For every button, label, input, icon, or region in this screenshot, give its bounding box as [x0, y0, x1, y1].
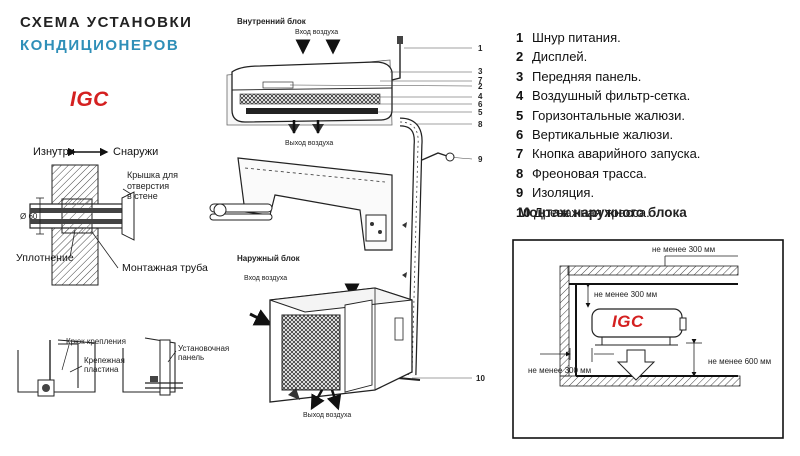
legend-text: Горизонтальные жалюзи. — [532, 107, 685, 123]
callout-2: 2 — [478, 82, 483, 91]
legend-text: Дисплей. — [532, 49, 588, 65]
pipe-run-drawing — [397, 117, 455, 381]
legend-item: 9 Изоляция. — [516, 183, 700, 202]
plate-label-line: пластина — [84, 365, 119, 374]
legend-number: 5 — [516, 107, 524, 123]
legend-item: 4 Воздушный фильтр-сетка. — [516, 86, 700, 105]
legend-text: Изоляция. — [532, 185, 595, 201]
mounting-hook-drawing — [17, 337, 183, 397]
outdoor-mount-title: Монтаж наружного блока — [518, 205, 687, 220]
clearance-top-label: не менее 300 мм — [652, 245, 716, 254]
legend-number: 6 — [516, 126, 524, 142]
callout-9: 9 — [478, 155, 483, 164]
legend-item: 7 Кнопка аварийного запуска. — [516, 144, 700, 163]
clearance-back-label: не менее 300 мм — [594, 290, 658, 299]
direction-inside-label: Изнутри — [33, 146, 75, 158]
legend-text: Воздушный фильтр-сетка. — [532, 88, 691, 104]
wall-cover-label-line: отверстия — [127, 180, 170, 191]
legend-item: 1 Шнур питания. — [516, 28, 700, 47]
clearance-front-label: не менее 600 мм — [708, 357, 772, 366]
panel-label: Установочная панель — [178, 344, 229, 362]
legend-item: 5 Горизонтальные жалюзи. — [516, 106, 700, 125]
mounting-pipe-label: Монтажная труба — [122, 262, 208, 274]
legend-number: 1 — [516, 30, 524, 45]
panel-label-line: Установочная — [178, 344, 230, 353]
legend-number: 10 — [516, 204, 531, 220]
legend-number: 8 — [516, 165, 524, 181]
callout-1: 1 — [478, 44, 483, 53]
callout-3: 3 — [478, 67, 483, 76]
wall-cover-label: Крышка для отверстия в стене — [127, 170, 178, 202]
mounting-plate-drawing — [209, 157, 393, 251]
direction-outside-label: Снаружи — [113, 146, 159, 158]
indoor-unit-drawing — [226, 36, 473, 379]
clearance-left-label: не менее 300 мм — [528, 366, 592, 375]
legend-text: Дренажная трасса. — [534, 204, 650, 220]
outdoor-air-inlet-label: Вход воздуха — [244, 275, 288, 282]
callout-4: 4 — [478, 92, 483, 101]
panel-label-line: панель — [178, 353, 205, 362]
legend-item: 3 Передняя панель. — [516, 67, 700, 86]
outdoor-unit-drawing — [249, 283, 413, 411]
wall-section-drawing — [29, 147, 135, 286]
wall-cover-label-line: в стене — [127, 191, 158, 201]
callout-8: 8 — [478, 120, 483, 129]
diameter-label: Ø 60 — [20, 212, 38, 221]
plate-label: Крепежная пластина — [84, 356, 125, 374]
legend-number: 9 — [516, 185, 524, 201]
legend-number: 4 — [516, 88, 524, 104]
outdoor-air-outlet-label: Выход воздуха — [303, 412, 352, 419]
callout-7: 7 — [478, 76, 483, 85]
page-title: СХЕМА УСТАНОВКИ — [20, 14, 193, 31]
outdoor-unit-title: Наружный блок — [237, 254, 300, 263]
hook-label: Крюк крепления — [66, 337, 126, 346]
seal-label: Уплотнение — [16, 252, 74, 264]
legend-number: 2 — [516, 49, 524, 65]
callout-10: 10 — [476, 374, 485, 383]
parts-legend: 1 Шнур питания. 2 Дисплей. 3 Передняя панел… — [516, 28, 700, 222]
brand-logo: IGC — [70, 88, 109, 111]
callout-5: 5 — [478, 108, 483, 117]
wall-cover-label-line: Крышка для — [127, 170, 178, 180]
legend-item: 2 Дисплей. — [516, 47, 700, 66]
legend-text: Фреоновая трасса. — [532, 165, 647, 181]
plate-label-line: Крепежная — [84, 356, 125, 365]
page-subtitle: КОНДИЦИОНЕРОВ — [20, 37, 180, 54]
legend-number: 3 — [516, 68, 524, 84]
indoor-air-outlet-label: Выход воздуха — [285, 140, 334, 147]
legend-item: 8 Фреоновая трасса. — [516, 164, 700, 183]
legend-number: 7 — [516, 146, 524, 162]
legend-text: Вертикальные жалюзи. — [532, 126, 674, 142]
legend-text: Передняя панель. — [532, 68, 642, 84]
outdoor-unit-logo: IGC — [612, 312, 644, 331]
clearance-diagram — [512, 239, 784, 439]
callout-6: 6 — [478, 100, 483, 109]
indoor-air-inlet-label: Вход воздуха — [295, 29, 339, 36]
legend-text: Шнур питания. — [532, 30, 621, 45]
legend-text: Кнопка аварийного запуска. — [532, 146, 701, 162]
legend-item: 6 Вертикальные жалюзи. — [516, 125, 700, 144]
indoor-unit-title: Внутренний блок — [237, 17, 306, 26]
